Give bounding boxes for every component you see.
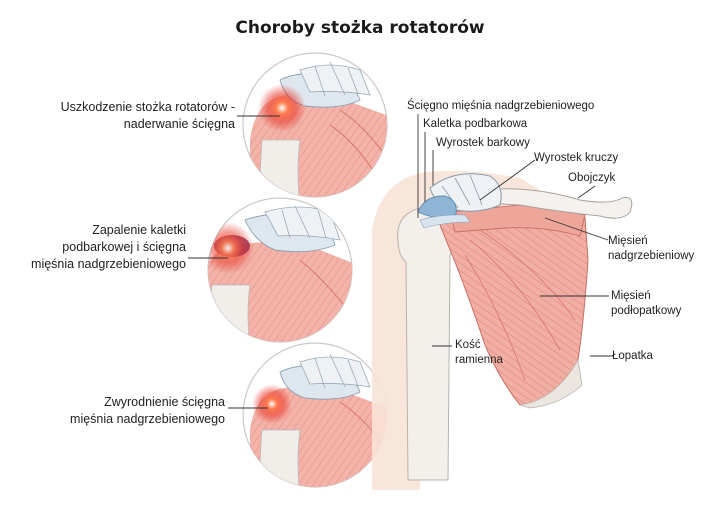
label-rotator-cuff-tear-line1: Uszkodzenie stożka rotatorów -	[60, 100, 235, 114]
label-acromion: Wyrostek barkowy	[436, 137, 530, 149]
label-bursitis-line2: podbarkowej i ścięgna	[62, 240, 186, 254]
label-degeneration-line1: Zwyrodnienie ścięgna	[104, 395, 225, 409]
label-clavicle: Obojczyk	[568, 172, 616, 184]
label-tendon-degeneration: Zwyrodnienie ścięgna mięśnia nadgrzebien…	[20, 394, 225, 428]
label-humerus: Kość ramienna	[455, 338, 503, 368]
label-bursitis-line1: Zapalenie kaletki	[92, 223, 186, 237]
zoom-circle-tear	[242, 52, 388, 198]
label-humerus-line1: Kość	[455, 339, 481, 351]
label-supraspinatus-muscle: Mięsień nadgrzebieniowy	[608, 234, 694, 264]
page-title: Choroby stożka rotatorów	[235, 18, 485, 38]
label-subscapularis-muscle: Mięsień podłopatkowy	[611, 289, 681, 319]
label-rotator-cuff-tear-line2: naderwanie ścięgna	[123, 117, 235, 131]
label-subacromial-bursa: Kaletka podbarkowa	[423, 118, 528, 130]
label-subscapularis-line2: podłopatkowy	[611, 305, 682, 317]
label-supraspinatus-line1: Mięsień	[608, 235, 648, 247]
leader-lines	[188, 114, 613, 409]
zoom-circle-bursitis	[207, 197, 353, 343]
label-coracoid: Wyrostek kruczy	[534, 152, 619, 164]
label-subscapularis-line1: Mięsień	[611, 290, 651, 302]
label-supraspinatus-line2: nadgrzebieniowy	[608, 250, 695, 262]
label-bursitis-line3: mięśnia nadgrzebieniowego	[31, 257, 186, 271]
label-scapula: Łopatka	[612, 350, 653, 362]
label-humerus-line2: ramienna	[455, 354, 503, 366]
label-degeneration-line2: mięśnia nadgrzebieniowego	[70, 412, 225, 426]
label-bursitis-tendinitis: Zapalenie kaletki podbarkowej i ścięgna …	[10, 222, 186, 273]
shoulder-anatomy	[372, 170, 633, 490]
label-rotator-cuff-tear: Uszkodzenie stożka rotatorów - naderwani…	[20, 99, 235, 133]
label-supraspinatus-tendon: Ścięgno mięśnia nadgrzebieniowego	[407, 100, 595, 112]
